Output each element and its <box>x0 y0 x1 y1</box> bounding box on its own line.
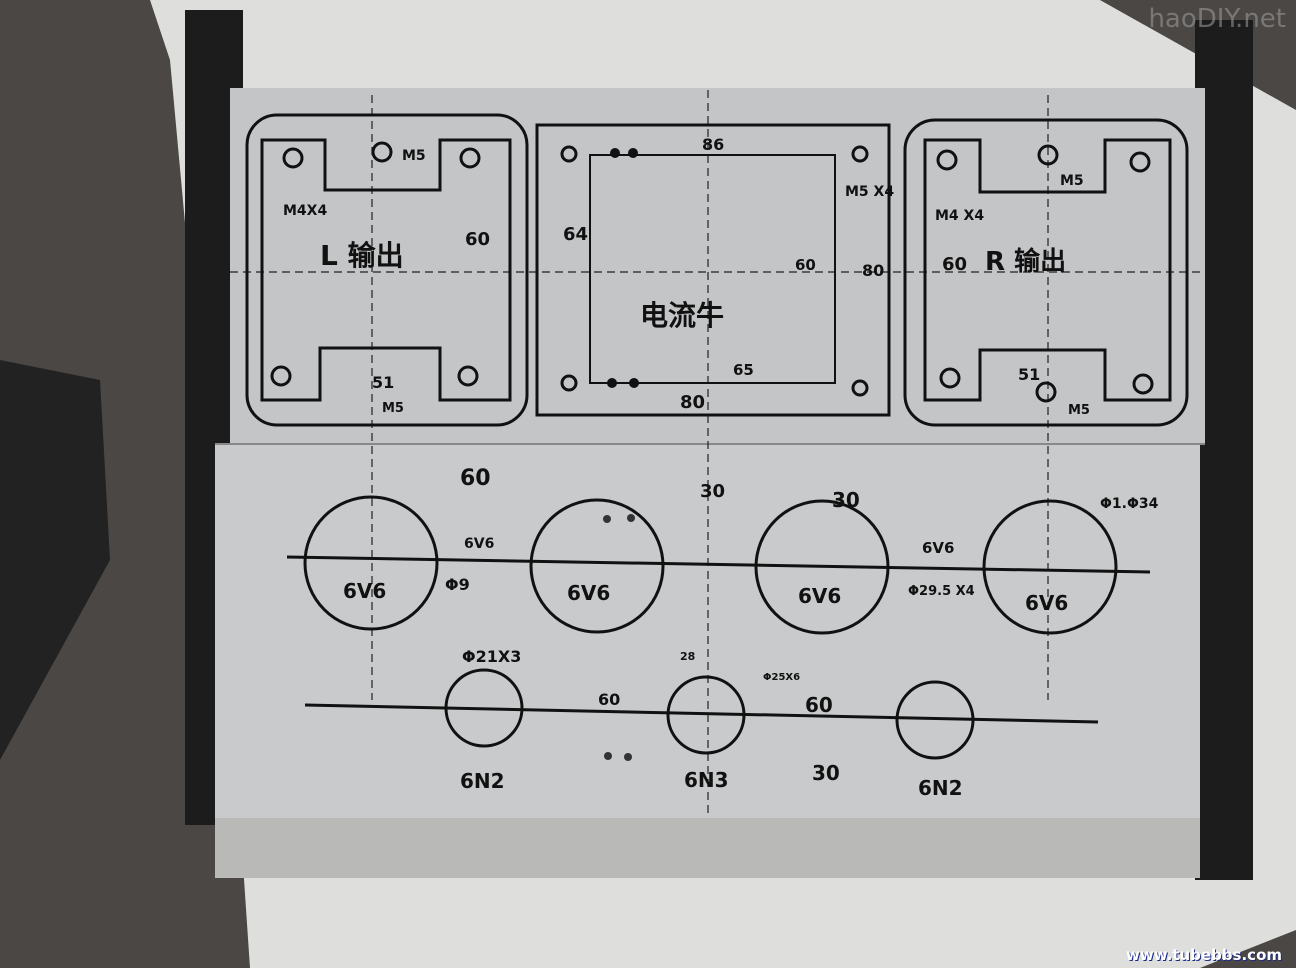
dim-label: 65 <box>733 361 754 379</box>
dim-label: 30 <box>812 761 840 785</box>
watermark-tubebbs: www.tubebbs.com <box>1126 946 1282 964</box>
dim-label: 60 <box>598 690 620 709</box>
label-m5: M5 <box>1060 173 1084 189</box>
diameter-label: Φ25X6 <box>763 672 800 683</box>
center-box-title: 电流牛 <box>640 299 724 332</box>
power-transformer-outline: 86 M5 X4 64 60 80 电流牛 65 80 <box>535 123 894 417</box>
dim-label: 86 <box>702 135 724 154</box>
dim-label: 51 <box>372 373 394 392</box>
right-box-title: R 输出 <box>985 246 1066 277</box>
label-m5: M5 <box>402 148 426 164</box>
dim-label: 30 <box>700 481 725 502</box>
label-m5x4: M5 X4 <box>845 184 894 200</box>
dim-label: 51 <box>1018 365 1040 384</box>
tube-label: 6V6 <box>567 581 610 605</box>
tube-label: 6V6 <box>798 584 841 608</box>
center-lines <box>230 90 1200 820</box>
tube-label: 6V6 <box>922 539 954 557</box>
diameter-label: Φ29.5 X4 <box>908 584 975 599</box>
diameter-label: Φ21X3 <box>462 647 521 666</box>
tube-layout: 60 30 30 Φ1.Φ34 6V6 6V6 6V6 6V6 6V6 6V6 … <box>286 466 1159 800</box>
tube-label: 6N2 <box>918 776 963 800</box>
dim-label: 60 <box>805 693 833 717</box>
left-output-transformer-outline: M5 M4X4 L 输出 60 51 M5 <box>245 113 529 427</box>
tube-label: 6V6 <box>1025 591 1068 615</box>
label-m4x4: M4X4 <box>283 203 327 219</box>
dim-label: 60 <box>942 254 967 275</box>
label-m4x4: M4 X4 <box>935 208 984 224</box>
diameter-label: Φ9 <box>445 575 470 594</box>
dim-label: 80 <box>680 392 705 413</box>
watermark-haodiy: haoDIY.net <box>1148 4 1286 34</box>
diameter-label: Φ1.Φ34 <box>1100 496 1159 512</box>
dim-label: 60 <box>465 229 490 250</box>
laptop-edge <box>0 360 110 760</box>
left-box-title: L 输出 <box>320 239 404 272</box>
label-m5: M5 <box>1068 403 1090 418</box>
chassis-front-edge <box>215 818 1200 878</box>
dim-label: 60 <box>795 256 816 274</box>
label-m5: M5 <box>382 401 404 416</box>
dim-label: 80 <box>862 261 884 280</box>
tube-label: 6N3 <box>684 768 729 792</box>
dim-label: 60 <box>460 466 491 491</box>
dim-label: 28 <box>680 650 695 663</box>
dim-label: 64 <box>563 224 588 245</box>
right-output-transformer-outline: M5 M4 X4 60 R 输出 51 M5 <box>903 118 1189 427</box>
dim-label: 30 <box>832 488 860 512</box>
tube-label: 6N2 <box>460 769 505 793</box>
tube-label: 6V6 <box>343 579 386 603</box>
tube-label: 6V6 <box>464 536 494 552</box>
